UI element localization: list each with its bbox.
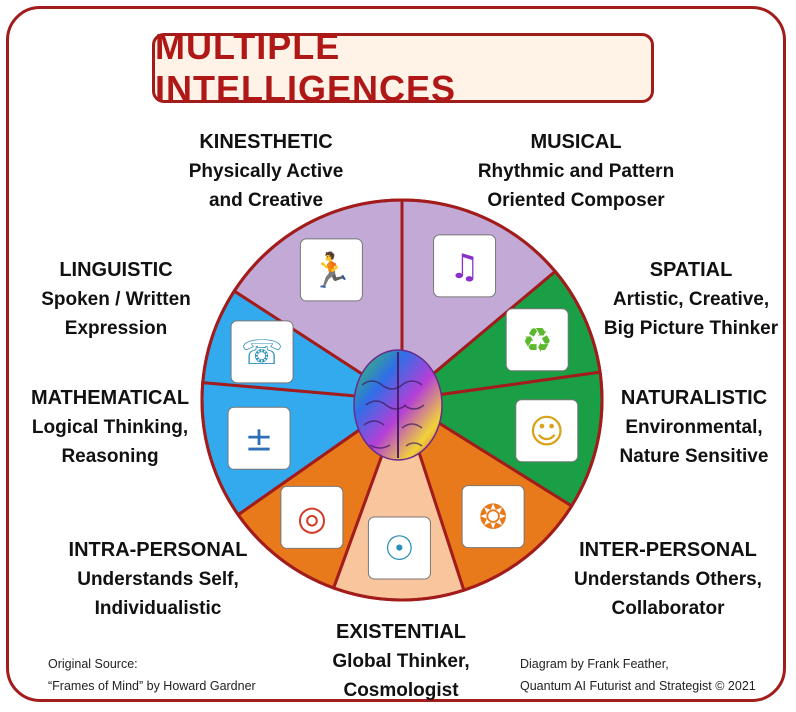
inter-personal-name: INTER-PERSONAL — [579, 539, 757, 561]
naturalistic-desc2: Nature Sensitive — [619, 446, 769, 467]
source-right: Diagram by Frank Feather, Quantum AI Fut… — [520, 653, 756, 697]
spatial-desc1: Artistic, Creative, — [612, 289, 770, 310]
existential-desc1: Global Thinker, — [332, 651, 470, 672]
spatial-desc2: Big Picture Thinker — [603, 318, 779, 339]
speaker-headset-icon: ☏ — [230, 320, 294, 384]
label-linguistic: LINGUISTIC Spoken / Written Expression — [28, 256, 204, 343]
svg-text:◎: ◎ — [297, 498, 327, 538]
source-right-line2: Quantum AI Futurist and Strategist © 202… — [520, 679, 756, 693]
label-kinesthetic: KINESTHETIC Physically Active and Creati… — [166, 128, 366, 215]
wheel-outline — [200, 198, 604, 602]
linguistic-name: LINGUISTIC — [59, 259, 173, 281]
label-intra-personal: INTRA-PERSONAL Understands Self, Individ… — [60, 536, 256, 623]
spatial-name: SPATIAL — [649, 259, 733, 281]
intra-personal-desc2: Individualistic — [94, 598, 222, 619]
svg-text:♫: ♫ — [449, 247, 479, 287]
label-naturalistic: NATURALISTIC Environmental, Nature Sensi… — [604, 384, 784, 471]
svg-text:☺: ☺ — [529, 412, 564, 452]
kinesthetic-name: KINESTHETIC — [199, 131, 333, 153]
people-network-icon: ❂ — [461, 485, 525, 549]
globe-lightbulb-icon: ☉ — [367, 516, 431, 580]
label-spatial: SPATIAL Artistic, Creative, Big Picture … — [596, 256, 786, 343]
svg-text:☉: ☉ — [384, 529, 414, 569]
source-left: Original Source: “Frames of Mind” by How… — [48, 653, 256, 697]
self-target-icon: ◎ — [280, 485, 344, 549]
existential-name: EXISTENTIAL — [335, 621, 466, 643]
music-note-icon: ♫ — [433, 234, 497, 298]
source-right-line1: Diagram by Frank Feather, — [520, 657, 669, 671]
inter-personal-desc1: Understands Others, — [574, 569, 762, 590]
calculator-icon: ± — [227, 406, 291, 470]
kinesthetic-desc2: and Creative — [208, 190, 324, 211]
musical-desc1: Rhythmic and Pattern — [477, 161, 675, 182]
svg-text:♻: ♻ — [522, 321, 552, 361]
mathematical-desc2: Reasoning — [61, 446, 159, 467]
musical-name: MUSICAL — [530, 131, 622, 153]
label-musical: MUSICAL Rhythmic and Pattern Oriented Co… — [460, 128, 692, 215]
label-mathematical: MATHEMATICAL Logical Thinking, Reasoning — [20, 384, 200, 471]
nature-person-icon: ☺ — [515, 399, 579, 463]
svg-text:❂: ❂ — [479, 498, 508, 538]
linguistic-desc2: Expression — [64, 318, 168, 339]
page-title: MULTIPLE INTELLIGENCES — [155, 26, 457, 109]
recycle-arrows-icon: ♻ — [505, 308, 569, 372]
musical-desc2: Oriented Composer — [487, 190, 665, 211]
naturalistic-name: NATURALISTIC — [620, 387, 768, 409]
mathematical-desc1: Logical Thinking, — [31, 417, 189, 438]
source-left-line2: “Frames of Mind” by Howard Gardner — [48, 679, 256, 693]
kinesthetic-desc1: Physically Active — [188, 161, 344, 182]
intra-personal-name: INTRA-PERSONAL — [68, 539, 248, 561]
inter-personal-desc2: Collaborator — [611, 598, 725, 619]
source-left-line1: Original Source: — [48, 657, 138, 671]
brain-icon — [353, 349, 443, 461]
mathematical-name: MATHEMATICAL — [30, 387, 190, 409]
label-inter-personal: INTER-PERSONAL Understands Others, Colla… — [562, 536, 774, 623]
svg-text:🏃: 🏃 — [310, 251, 352, 291]
existential-desc2: Cosmologist — [343, 680, 459, 701]
label-existential: EXISTENTIAL Global Thinker, Cosmologist — [318, 618, 484, 705]
running-person-icon: 🏃 — [299, 238, 363, 302]
svg-text:±: ± — [245, 419, 274, 459]
svg-text:☏: ☏ — [241, 333, 284, 373]
intra-personal-desc1: Understands Self, — [77, 569, 239, 590]
linguistic-desc1: Spoken / Written — [41, 289, 191, 310]
naturalistic-desc1: Environmental, — [625, 417, 763, 438]
title-box: MULTIPLE INTELLIGENCES — [152, 26, 654, 109]
